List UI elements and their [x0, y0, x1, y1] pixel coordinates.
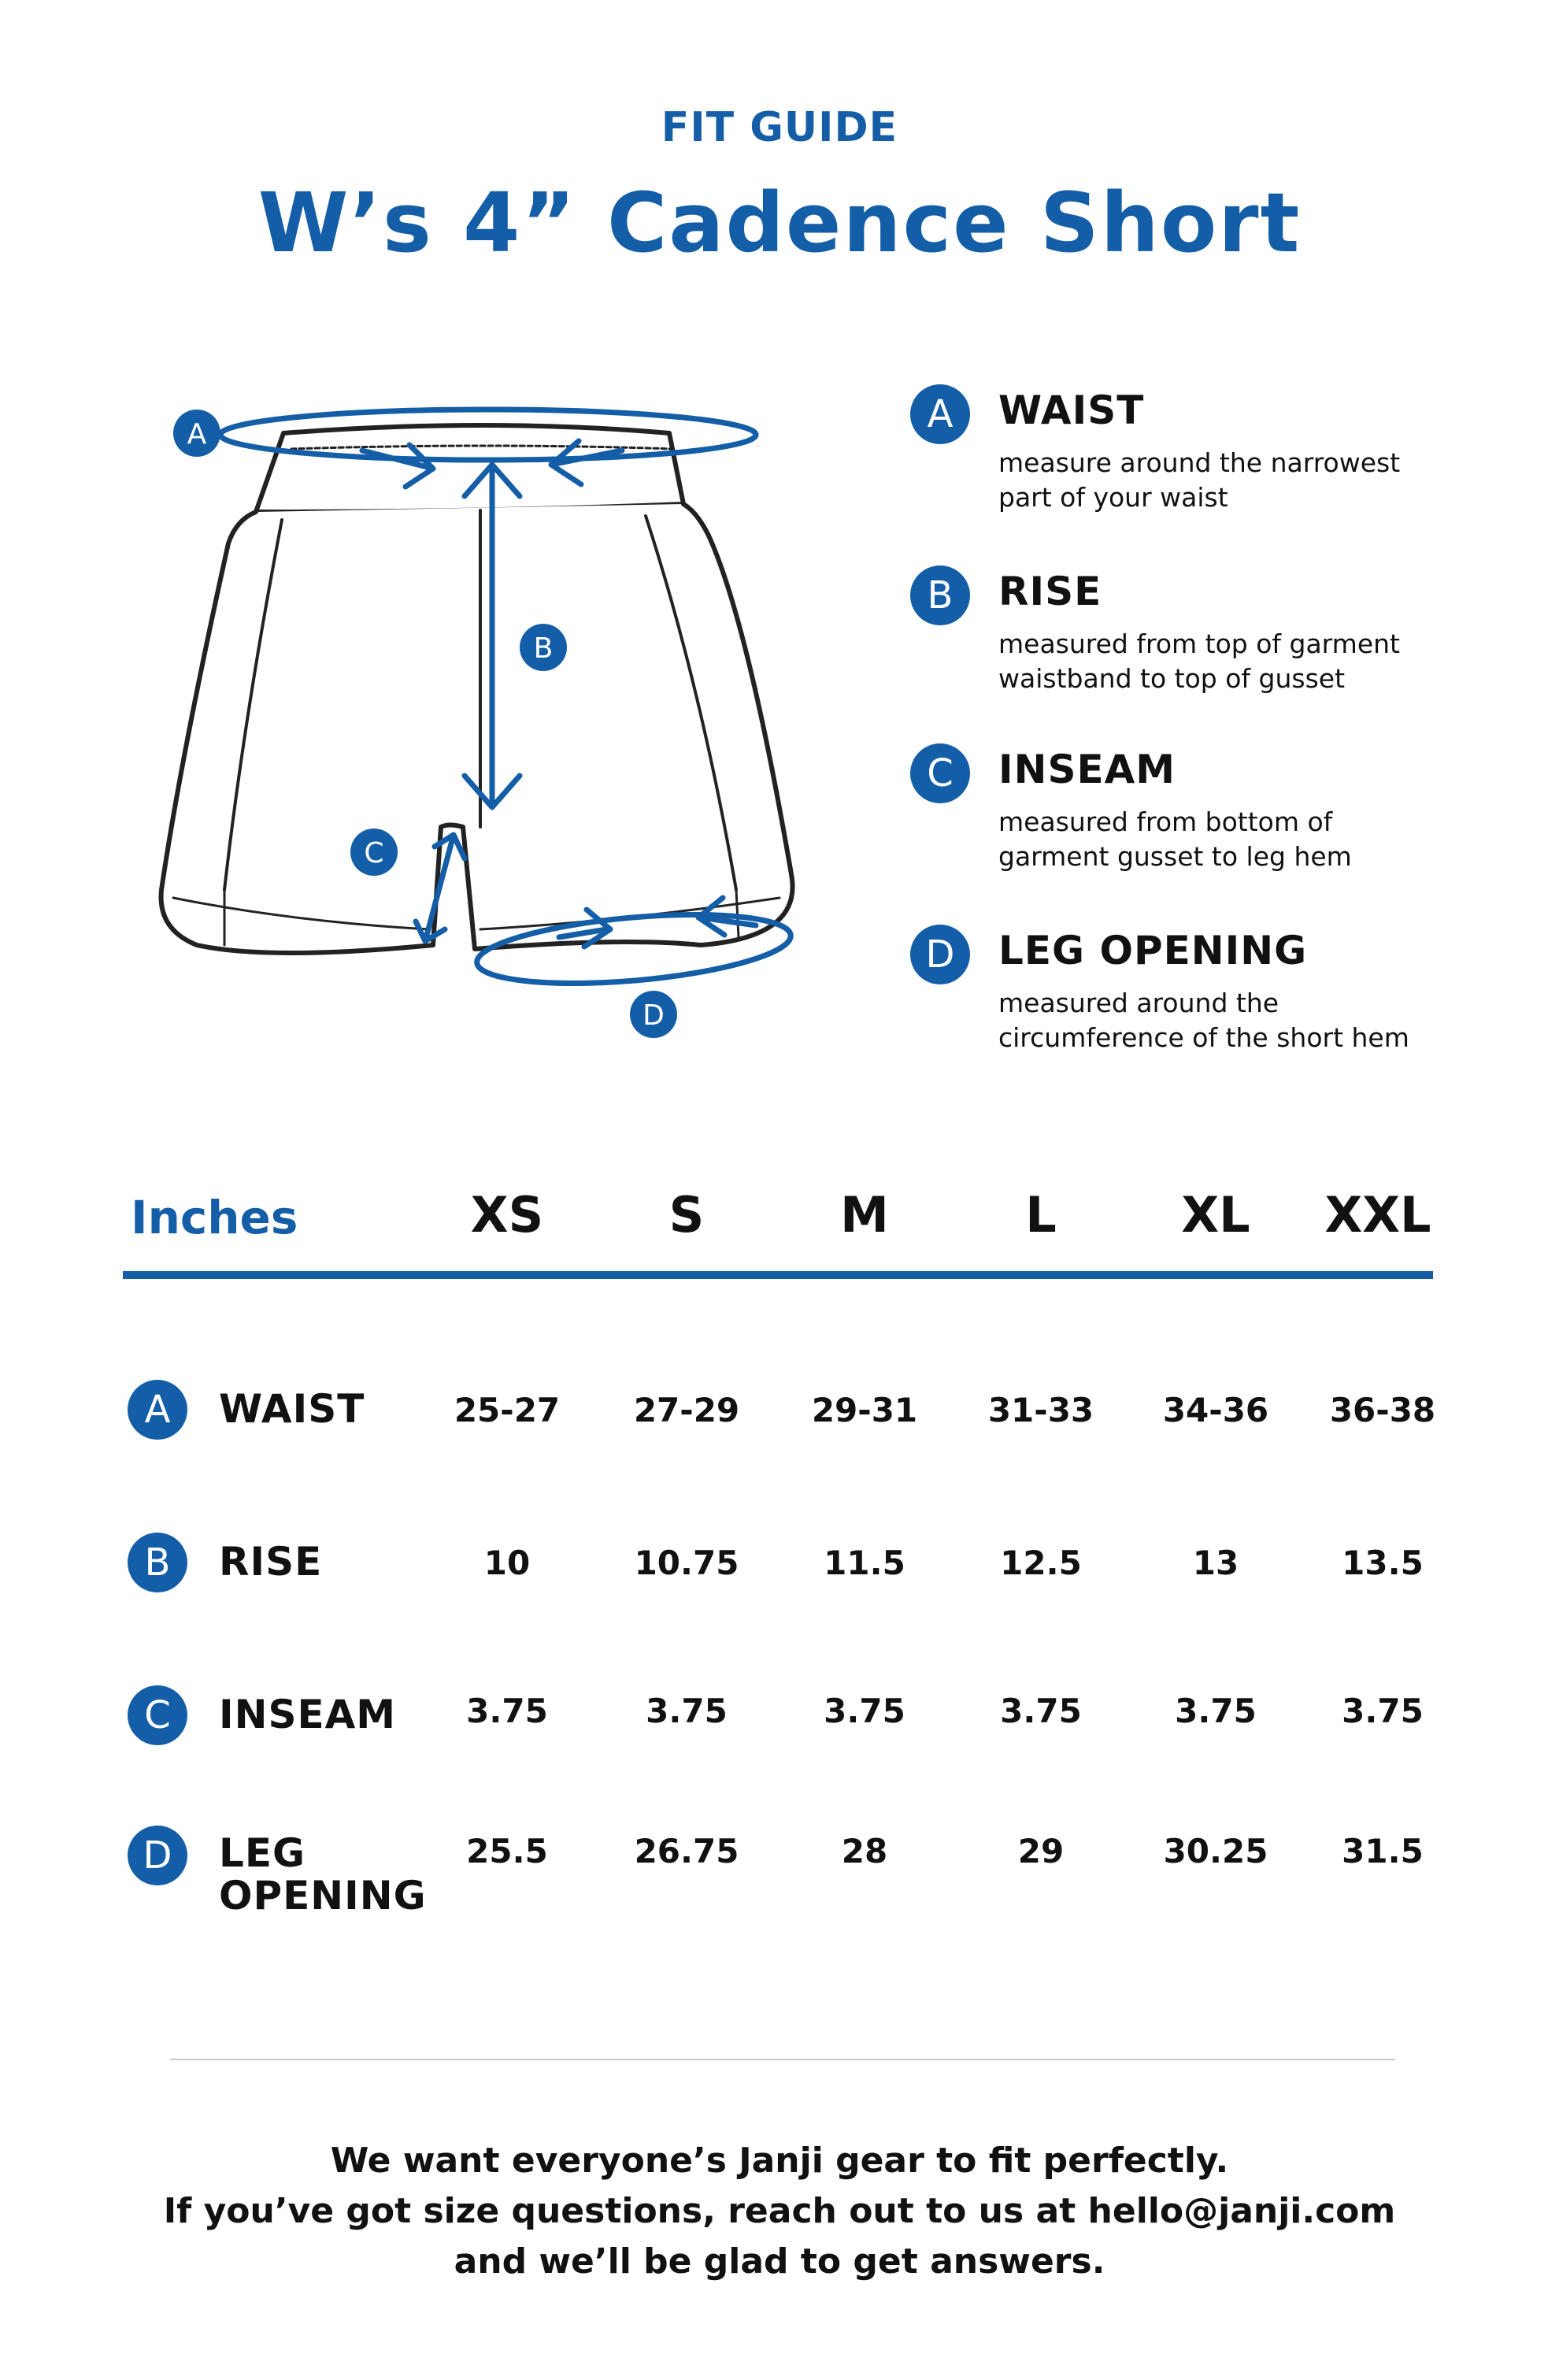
- table-cell: 12.5: [1000, 1544, 1082, 1582]
- row-label-line: LEG: [219, 1830, 306, 1876]
- footer-line: We want everyone’s Janji gear to fit per…: [330, 2141, 1229, 2181]
- table-cell: 13: [1192, 1544, 1239, 1582]
- inseam-arrow: [413, 832, 468, 944]
- header-divider: [123, 1271, 1433, 1279]
- legend-description: measured from bottom of garment gusset t…: [998, 805, 1487, 874]
- legend-description-line: part of your waist: [998, 482, 1228, 513]
- size-header-s: S: [668, 1186, 705, 1244]
- leg-opening-ellipse: [474, 912, 794, 986]
- legend-item-waist: A WAIST measure around the narrowest par…: [910, 384, 1461, 513]
- table-cell: 3.75: [1000, 1692, 1082, 1730]
- row-label-line: RISE: [219, 1539, 323, 1585]
- table-cell: 3.75: [646, 1692, 728, 1730]
- footer-message: We want everyone’s Janji gear to fit per…: [0, 2136, 1559, 2287]
- footer-line: and we’ll be glad to get answers.: [454, 2241, 1105, 2282]
- table-cell: 34-36: [1162, 1391, 1269, 1429]
- row-label-line: WAIST: [219, 1386, 365, 1432]
- size-header-xl: XL: [1181, 1186, 1250, 1244]
- row-label-waist: WAIST: [219, 1388, 365, 1430]
- footer-line: If you’ve got size questions, reach out …: [163, 2191, 1396, 2231]
- table-cell: 31-33: [987, 1391, 1094, 1429]
- legend-description-line: circumference of the short hem: [998, 1022, 1409, 1053]
- size-header-xxl: XXL: [1324, 1186, 1431, 1244]
- measurement-marks: [217, 406, 794, 986]
- letter-circle-icon: C: [128, 1685, 187, 1745]
- footer-divider: [170, 2059, 1395, 2060]
- size-header-m: M: [840, 1186, 889, 1244]
- legend-description-line: measure around the narrowest: [998, 447, 1401, 478]
- letter-circle-icon: B: [128, 1533, 187, 1592]
- diagram-badge-a: A: [173, 410, 220, 457]
- row-label-inseam: INSEAM: [219, 1693, 396, 1736]
- shorts-outline: [158, 423, 795, 955]
- svg-text:D: D: [642, 999, 665, 1032]
- legend-title: INSEAM: [998, 747, 1176, 792]
- letter-circle-icon: D: [910, 925, 970, 984]
- table-cell: 3.75: [824, 1692, 905, 1730]
- leg-arrow-left: [556, 906, 613, 950]
- rise-arrow: [461, 462, 523, 810]
- svg-text:A: A: [187, 418, 207, 450]
- row-label-leg-opening: LEG OPENING: [219, 1832, 427, 1917]
- legend-title: LEG OPENING: [998, 928, 1308, 973]
- table-cell: 30.25: [1163, 1832, 1268, 1870]
- legend-description: measured around the circumference of the…: [998, 986, 1487, 1055]
- shorts-diagram: A B C D: [150, 386, 842, 1055]
- waist-arrow-right: [548, 438, 625, 487]
- table-cell: 3.75: [1175, 1692, 1257, 1730]
- table-cell: 25-27: [454, 1391, 561, 1429]
- letter-circle-icon: C: [910, 743, 970, 803]
- size-header-xs: XS: [470, 1186, 544, 1244]
- diagram-badge-d: D: [630, 991, 677, 1038]
- table-cell: 27-29: [633, 1391, 740, 1429]
- diagram-badge-b: B: [520, 624, 567, 671]
- table-cell: 31.5: [1342, 1832, 1424, 1870]
- legend-description: measured from top of garment waistband t…: [998, 627, 1487, 696]
- legend-item-rise: B RISE measured from top of garment wais…: [910, 565, 1461, 694]
- legend-description: measure around the narrowest part of you…: [998, 446, 1487, 515]
- svg-text:C: C: [364, 837, 383, 869]
- table-cell: 11.5: [824, 1544, 905, 1582]
- letter-circle-icon: A: [910, 384, 970, 444]
- table-cell: 28: [841, 1832, 888, 1870]
- row-label-line: INSEAM: [219, 1692, 397, 1737]
- legend-title: WAIST: [998, 387, 1145, 433]
- legend-item-leg-opening: D LEG OPENING measured around the circum…: [910, 925, 1461, 1053]
- row-label-line: OPENING: [219, 1873, 427, 1918]
- table-cell: 29-31: [811, 1391, 918, 1429]
- legend-description-line: measured around the: [998, 988, 1279, 1018]
- letter-circle-icon: D: [128, 1826, 187, 1885]
- table-cell: 25.5: [466, 1832, 548, 1870]
- unit-label: Inches: [131, 1191, 298, 1244]
- legend-description-line: measured from bottom of: [998, 806, 1333, 837]
- table-cell: 36-38: [1329, 1391, 1436, 1429]
- legend-item-inseam: C INSEAM measured from bottom of garment…: [910, 743, 1461, 872]
- size-header-l: L: [1025, 1186, 1057, 1244]
- page-title: W’s 4” Cadence Short: [257, 175, 1302, 271]
- leg-arrow-right: [695, 895, 759, 938]
- table-cell: 10: [483, 1544, 531, 1582]
- waist-measure-ellipse: [217, 406, 759, 463]
- table-cell: 13.5: [1342, 1544, 1424, 1582]
- table-cell: 3.75: [1342, 1692, 1424, 1730]
- table-cell: 3.75: [466, 1692, 548, 1730]
- table-cell: 26.75: [634, 1832, 739, 1870]
- table-cell: 29: [1017, 1832, 1065, 1870]
- svg-text:B: B: [534, 632, 554, 665]
- table-cell: 10.75: [634, 1544, 739, 1582]
- shorts-illustration-icon: A B C D: [158, 406, 795, 1038]
- diagram-badge-c: C: [350, 829, 398, 876]
- row-label-rise: RISE: [219, 1540, 322, 1583]
- letter-circle-icon: A: [128, 1380, 187, 1440]
- waist-arrow-left: [359, 442, 436, 490]
- letter-circle-icon: B: [910, 565, 970, 625]
- legend-description-line: garment gusset to leg hem: [998, 841, 1352, 872]
- legend-description-line: measured from top of garment: [998, 628, 1400, 659]
- fit-guide-kicker: FIT GUIDE: [661, 104, 898, 151]
- legend-title: RISE: [998, 569, 1102, 614]
- legend-description-line: waistband to top of gusset: [998, 663, 1346, 694]
